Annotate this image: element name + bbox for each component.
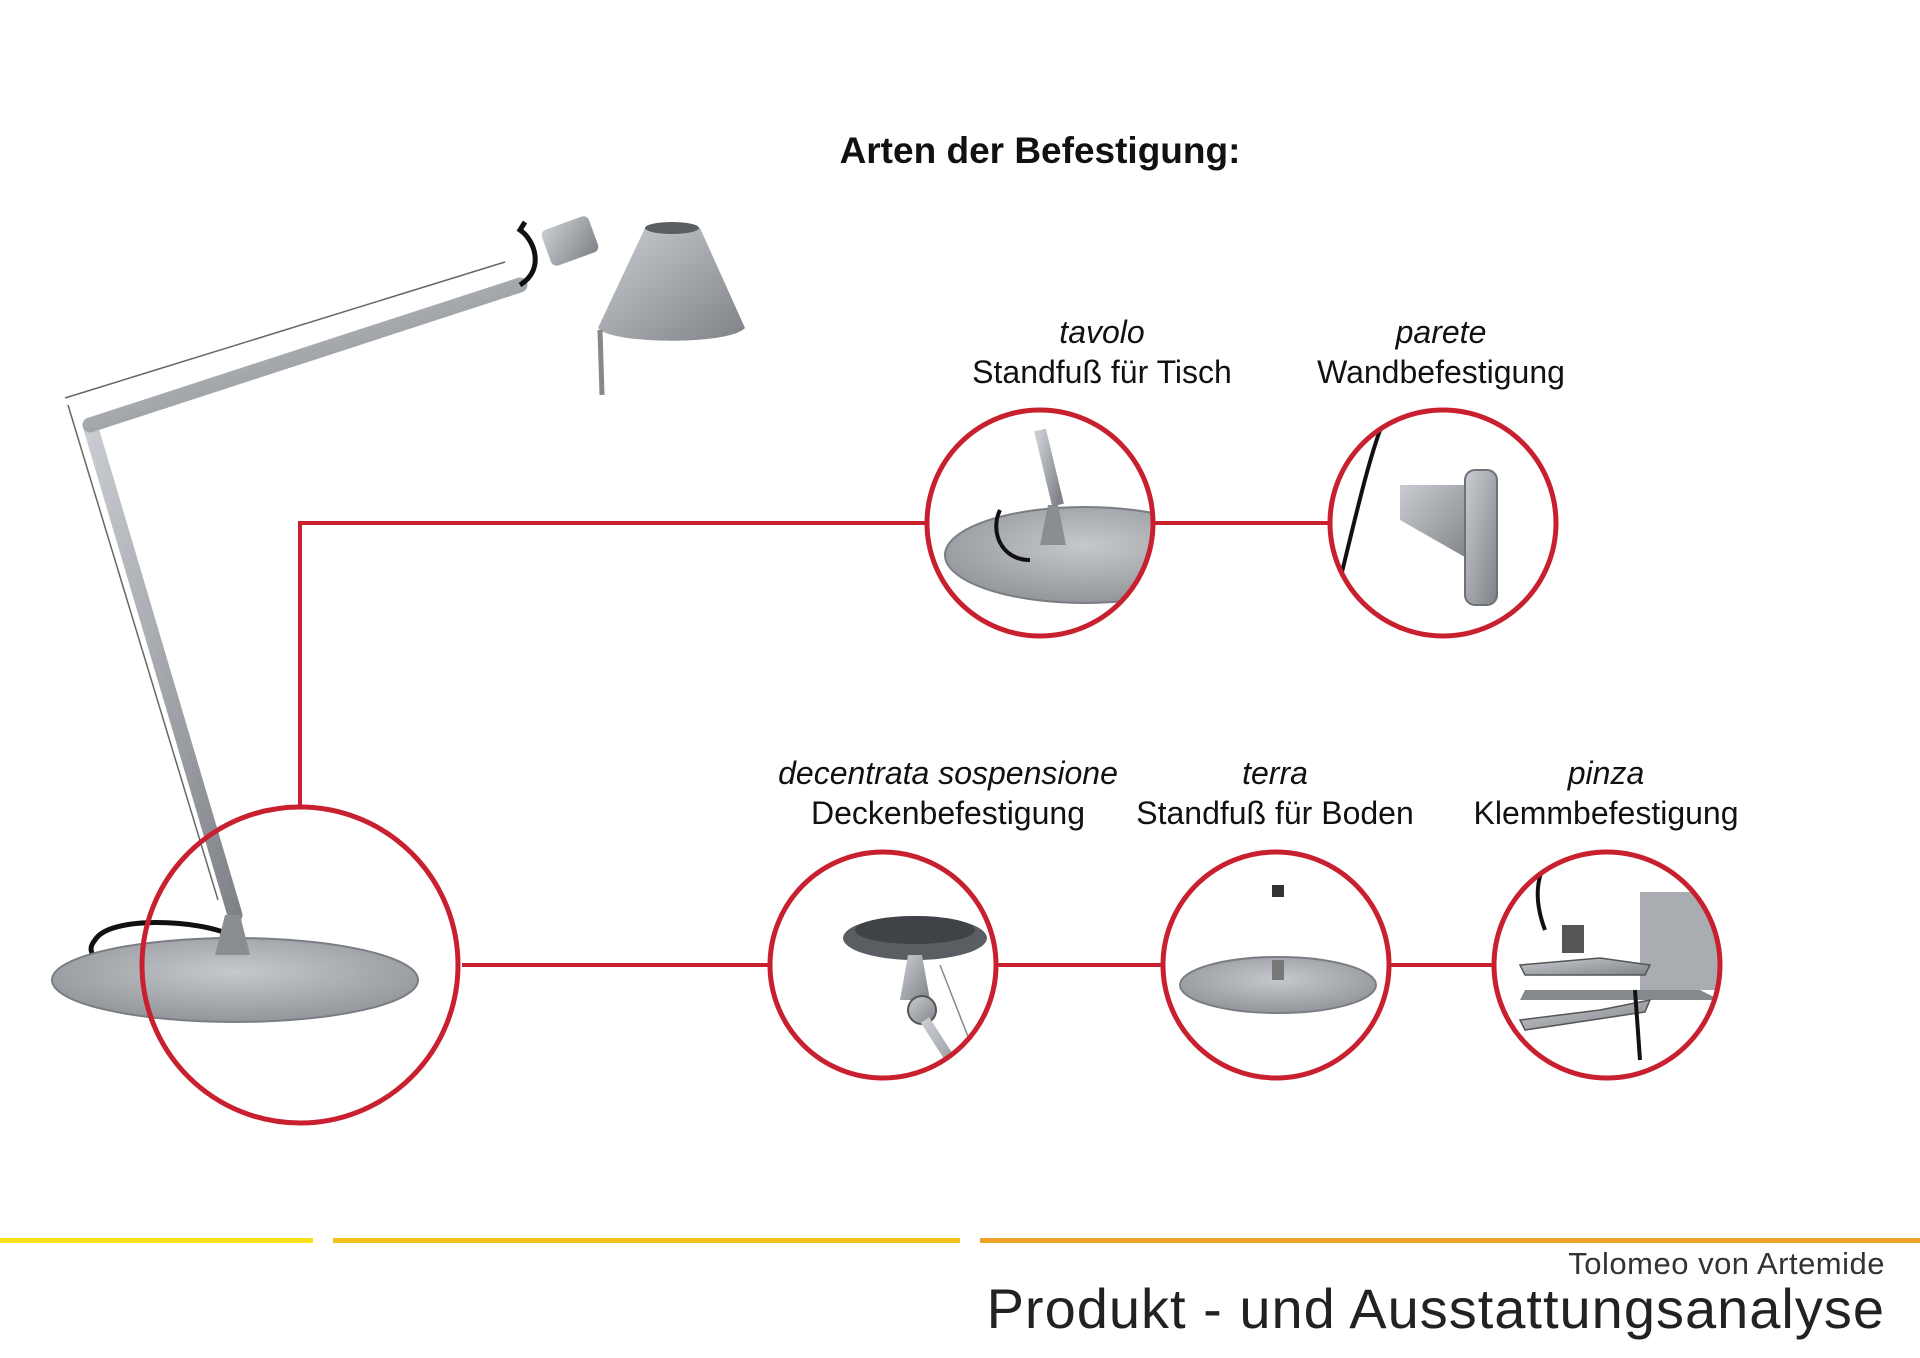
label-tavolo-italian: tavolo [1059,314,1145,350]
label-terra: terra Standfuß für Boden [1085,753,1465,833]
label-decentrata-german: Deckenbefestigung [811,795,1085,831]
label-pinza-german: Klemmbefestigung [1473,795,1739,831]
clamp-image [1491,849,1723,1081]
label-tavolo-german: Standfuß für Tisch [972,354,1232,390]
lamp-base-detail-circle [139,804,461,1126]
label-parete-german: Wandbefestigung [1317,354,1565,390]
label-tavolo: tavolo Standfuß für Tisch [912,312,1292,392]
label-terra-german: Standfuß für Boden [1136,795,1414,831]
label-terra-italian: terra [1242,755,1308,791]
footer-title: Produkt - und Ausstattungsanalyse [986,1277,1885,1340]
footer-subtitle: Tolomeo von Artemide [1568,1246,1885,1281]
footer-stripes [0,1238,1920,1243]
ceiling-mount-image [767,849,999,1081]
label-parete-italian: parete [1395,314,1487,350]
page-title: Arten der Befestigung: [839,130,1241,171]
table-base-image [924,407,1156,639]
connector-lines [298,521,1494,967]
label-pinza-italian: pinza [1567,755,1645,791]
label-decentrata-italian: decentrata sospensione [778,755,1118,791]
label-decentrata-sospensione: decentrata sospensione Deckenbefestigung [758,753,1138,833]
label-pinza: pinza Klemmbefestigung [1416,753,1796,833]
floor-base-image [1160,849,1392,1081]
label-parete: parete Wandbefestigung [1251,312,1631,392]
wall-mount-image [1327,407,1559,639]
